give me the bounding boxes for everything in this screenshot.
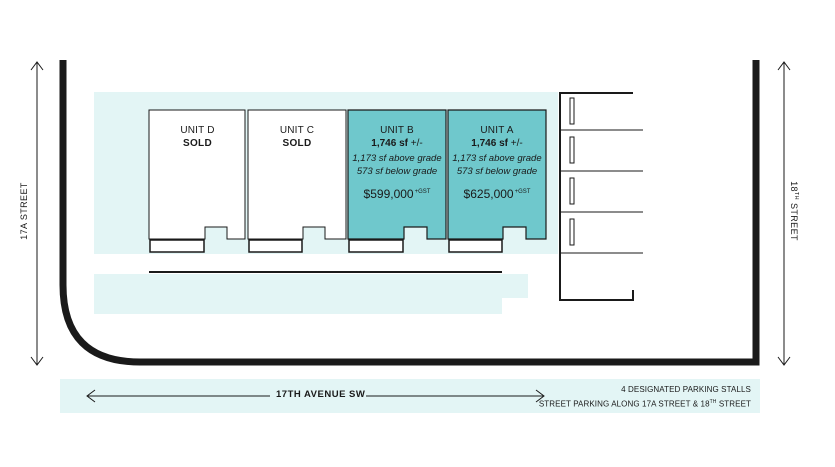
unit-b-price: $599,000+GST	[348, 188, 446, 200]
parking-note-street: STREET PARKING ALONG 17A STREET & 18TH S…	[539, 396, 751, 411]
unit-b-step	[348, 239, 404, 253]
unit-c-label: UNIT C SOLD	[248, 126, 346, 149]
unit-b-outline	[347, 109, 447, 240]
avenue-label: 17TH AVENUE SW	[276, 389, 366, 400]
unit-a-label: UNIT A 1,746 sf +/- 1,173 sf above grade…	[448, 125, 546, 201]
unit-a-name: UNIT A	[480, 125, 514, 136]
unit-b-above-grade: 1,173 sf above grade	[352, 153, 442, 164]
unit-b-area-suffix: +/-	[407, 138, 423, 149]
property-boundary	[59, 60, 760, 366]
unit-a-price: $625,000+GST	[448, 188, 546, 200]
unit-a-outline	[447, 109, 547, 240]
unit-a-below-grade: 573 sf below grade	[456, 165, 538, 177]
right-street-label: 18TH STREET	[789, 181, 799, 241]
parking-note-street-prefix: STREET PARKING ALONG 17A STREET & 18	[538, 399, 710, 409]
left-street-label: 17A STREET	[19, 182, 29, 240]
unit-d-status: SOLD	[183, 138, 212, 149]
avenue-arrow	[86, 389, 545, 403]
unit-d-label: UNIT D SOLD	[149, 126, 246, 149]
unit-b-name: UNIT B	[380, 125, 414, 136]
right-street-number: 18	[789, 181, 799, 192]
parking-outline	[559, 92, 634, 301]
unit-a-area: 1,746 sf +/-	[448, 139, 546, 149]
parking-stop-3	[569, 177, 575, 205]
unit-a-above-grade: 1,173 sf above grade	[452, 153, 542, 164]
unit-a-area-suffix: +/-	[507, 138, 523, 149]
unit-a-step	[448, 239, 503, 253]
unit-c-status: SOLD	[282, 138, 312, 149]
parking-note-street-suffix: STREET	[716, 399, 751, 409]
parking-stop-4	[569, 218, 575, 246]
right-street-suffix: STREET	[789, 200, 799, 241]
unit-c-outline	[247, 109, 347, 240]
unit-d-outline	[148, 109, 246, 240]
unit-a-price-suffix: +GST	[514, 189, 531, 195]
unit-b-area: 1,746 sf +/-	[348, 139, 446, 149]
parking-note-street-sup: TH	[709, 399, 717, 405]
unit-a-price-value: $625,000	[463, 187, 514, 201]
parking-notes: 4 DESIGNATED PARKING STALLS STREET PARKI…	[539, 383, 751, 411]
unit-d-step	[149, 239, 205, 253]
right-street-arrow	[777, 61, 791, 366]
parking-note-stalls: 4 DESIGNATED PARKING STALLS	[621, 385, 751, 394]
unit-b-price-value: $599,000	[363, 187, 414, 201]
unit-d-name: UNIT D	[180, 125, 215, 136]
unit-c-name: UNIT C	[279, 125, 315, 136]
parking-stop-2	[569, 136, 575, 164]
lot-tint-lower-right	[502, 274, 528, 298]
lot-tint-lower	[94, 274, 502, 314]
unit-a-area-value: 1,746 sf	[471, 138, 508, 149]
parking-stop-1	[569, 97, 575, 125]
unit-b-below-grade: 573 sf below grade	[356, 165, 438, 177]
right-street-sup: TH	[793, 191, 799, 201]
left-street-arrow	[30, 61, 44, 366]
unit-b-label: UNIT B 1,746 sf +/- 1,173 sf above grade…	[348, 125, 446, 201]
unit-c-step	[248, 239, 303, 253]
unit-b-price-suffix: +GST	[414, 189, 431, 195]
unit-b-area-value: 1,746 sf	[371, 138, 408, 149]
